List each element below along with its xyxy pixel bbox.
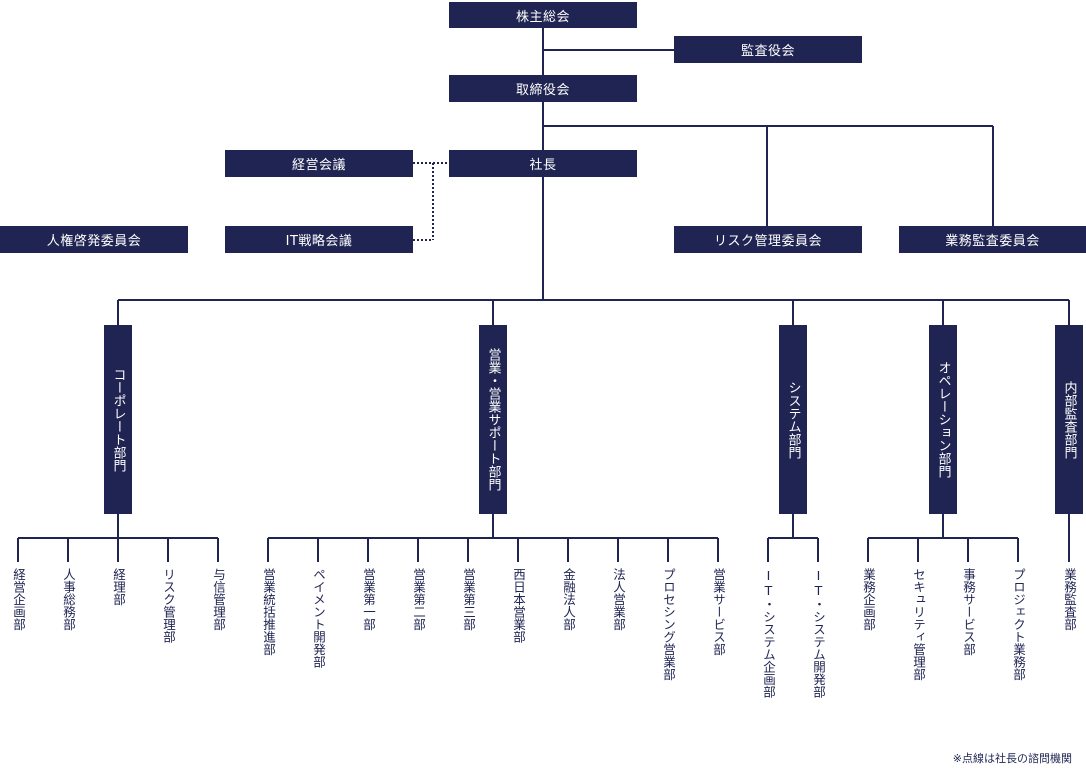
division-system: システム部門 (779, 325, 807, 514)
dept-sales-2: 営業第二部 (411, 568, 426, 631)
dept-corporate-sales: 法人営業部 (611, 568, 626, 631)
dept-payment-development: ペイメント開発部 (311, 568, 326, 668)
dept-security-management: セキュリティ管理部 (911, 568, 926, 681)
dept-sales-service: 営業サービス部 (711, 568, 726, 656)
dept-project-operations: プロジェクト業務部 (1011, 568, 1026, 681)
dept-hr-general-affairs: 人事総務部 (61, 568, 76, 631)
dept-processing-sales: プロセシング営業部 (661, 568, 676, 681)
dept-sales-promotion: 営業統括推進部 (261, 568, 276, 656)
dept-credit-management: 与信管理部 (211, 568, 226, 631)
division-internal-audit: 内部監査部門 (1055, 325, 1083, 514)
board-of-directors-box: 取締役会 (449, 75, 637, 102)
dept-corporate-planning: 経営企画部 (11, 568, 26, 631)
dept-financial-corporate: 金融法人部 (561, 568, 576, 631)
dept-risk-management: リスク管理部 (161, 568, 176, 643)
division-sales: 営業・営業サポート部門 (479, 325, 507, 514)
management-council-box: 経営会議 (225, 150, 413, 177)
footnote: ※点線は社長の諮問機関 (952, 752, 1072, 765)
human-rights-committee-box: 人権啓発委員会 (0, 226, 188, 253)
division-corporate: コーポレート部門 (104, 325, 132, 514)
shareholders-meeting-box: 株主総会 (449, 2, 637, 28)
dept-west-japan-sales: 西日本営業部 (511, 568, 526, 643)
dept-business-audit: 業務監査部 (1062, 568, 1077, 631)
risk-management-committee-box: リスク管理委員会 (674, 226, 862, 253)
division-operation: オペレーション部門 (929, 325, 957, 514)
dept-it-system-development: IT・システム開発部 (811, 568, 826, 698)
dept-sales-1: 営業第一部 (361, 568, 376, 631)
it-strategy-council-box: IT戦略会議 (225, 226, 413, 253)
dept-sales-3: 営業第三部 (461, 568, 476, 631)
dept-business-planning: 業務企画部 (861, 568, 876, 631)
dept-accounting: 経理部 (111, 568, 126, 606)
business-audit-committee-box: 業務監査委員会 (899, 226, 1086, 253)
dept-office-service: 事務サービス部 (961, 568, 976, 656)
audit-board-box: 監査役会 (674, 36, 862, 63)
dept-it-system-planning: IT・システム企画部 (761, 568, 776, 698)
president-box: 社長 (449, 150, 637, 177)
